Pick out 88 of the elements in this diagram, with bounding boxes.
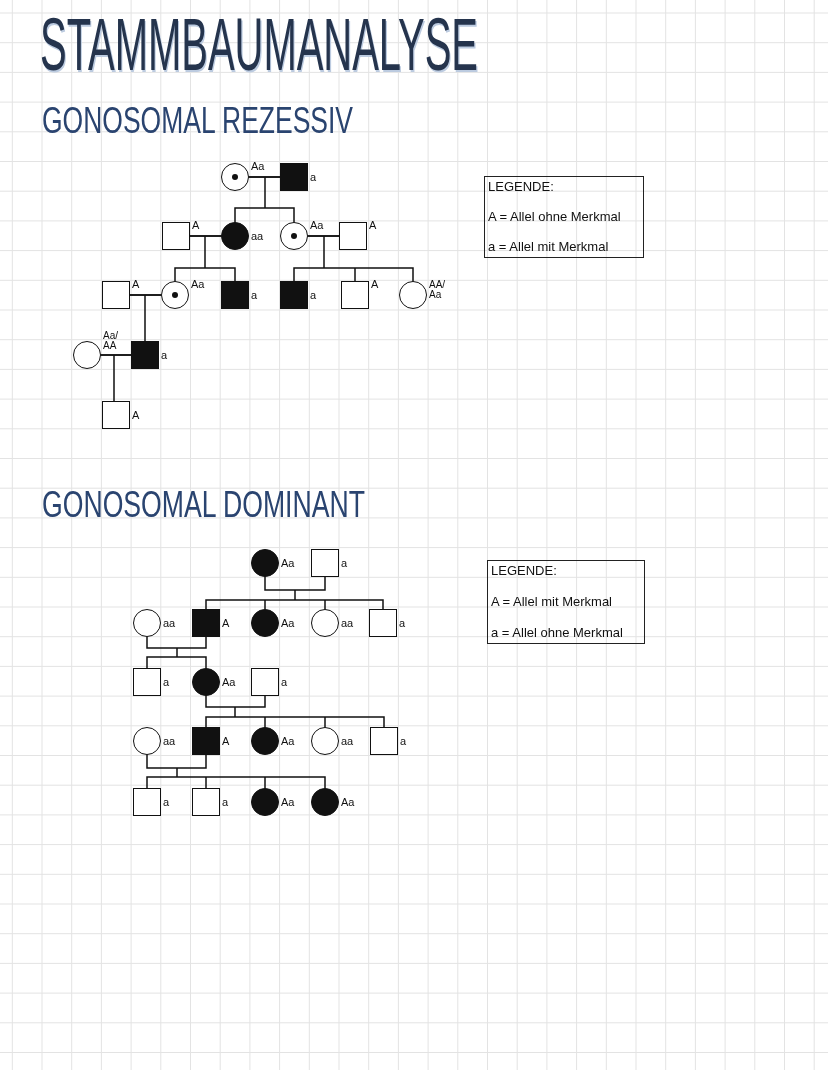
affected-male-square xyxy=(280,281,308,309)
genotype-label: A xyxy=(369,220,377,231)
affected-female-circle xyxy=(192,668,220,696)
female-circle xyxy=(133,609,161,637)
legend-entry: A = Allel mit Merkmal xyxy=(491,595,613,609)
genotype-label: a xyxy=(310,172,317,183)
genotype-label: Aa xyxy=(310,220,324,231)
genotype-label: Aa xyxy=(341,797,355,808)
male-square xyxy=(133,668,161,696)
affected-male-square xyxy=(192,727,220,755)
female-circle xyxy=(399,281,427,309)
genotype-label: Aa xyxy=(281,618,295,629)
legend-heading: LEGENDE: xyxy=(491,564,558,578)
genotype-label: a xyxy=(341,558,348,569)
genotype-label: A xyxy=(222,736,230,747)
descent-line xyxy=(146,754,326,789)
descent-line xyxy=(146,636,207,669)
genotype-label: a xyxy=(400,736,407,747)
descent-line xyxy=(100,354,132,402)
legend-entry: a = Allel mit Merkmal xyxy=(488,240,610,254)
genotype-label: AA/ Aa xyxy=(429,280,446,300)
section-heading: GONOSOMAL REZESSIV xyxy=(42,103,353,139)
genotype-label: a xyxy=(222,797,229,808)
male-square xyxy=(370,727,398,755)
affected-female-circle xyxy=(251,788,279,816)
affected-male-square xyxy=(280,163,308,191)
genotype-label: aa xyxy=(163,736,176,747)
female-circle xyxy=(133,727,161,755)
descent-line xyxy=(129,294,162,342)
affected-female-circle xyxy=(311,788,339,816)
genotype-label: Aa xyxy=(191,279,205,290)
descent-line xyxy=(205,576,384,610)
male-square xyxy=(341,281,369,309)
affected-male-square xyxy=(131,341,159,369)
genotype-label: a xyxy=(310,290,317,301)
genotype-label: A xyxy=(371,279,379,290)
genotype-label: a xyxy=(251,290,258,301)
legend-entry: A = Allel ohne Merkmal xyxy=(488,210,622,224)
genotype-label: A xyxy=(132,279,140,290)
genotype-label: Aa xyxy=(222,677,236,688)
male-square xyxy=(251,668,279,696)
genotype-label: aa xyxy=(341,736,354,747)
genotype-label: aa xyxy=(251,231,264,242)
carrier-female-circle xyxy=(161,281,189,309)
female-circle xyxy=(311,609,339,637)
page-title: STAMMBAUMANALYSE xyxy=(40,8,478,82)
genotype-label: Aa xyxy=(281,736,295,747)
genotype-label: aa xyxy=(341,618,354,629)
male-square xyxy=(311,549,339,577)
legend-entry: a = Allel ohne Merkmal xyxy=(491,626,624,640)
genotype-label: a xyxy=(281,677,288,688)
legend-box xyxy=(484,176,644,258)
descent-line xyxy=(293,235,414,282)
genotype-label: A xyxy=(192,220,200,231)
affected-female-circle xyxy=(251,727,279,755)
genotype-label: Aa/ AA xyxy=(103,331,118,351)
genotype-label: a xyxy=(163,677,170,688)
male-square xyxy=(192,788,220,816)
male-square xyxy=(339,222,367,250)
legend-box xyxy=(487,560,645,644)
female-circle xyxy=(311,727,339,755)
affected-male-square xyxy=(221,281,249,309)
affected-male-square xyxy=(192,609,220,637)
genotype-label: Aa xyxy=(281,558,295,569)
genotype-label: Aa xyxy=(281,797,295,808)
genotype-label: A xyxy=(132,410,140,421)
female-circle xyxy=(73,341,101,369)
carrier-female-circle xyxy=(280,222,308,250)
legend-heading: LEGENDE: xyxy=(488,180,555,194)
male-square xyxy=(102,281,130,309)
male-square xyxy=(369,609,397,637)
affected-female-circle xyxy=(221,222,249,250)
male-square xyxy=(162,222,190,250)
genotype-label: a xyxy=(163,797,170,808)
carrier-female-circle xyxy=(221,163,249,191)
male-square xyxy=(102,401,130,429)
affected-female-circle xyxy=(251,609,279,637)
descent-line xyxy=(205,695,385,728)
genotype-label: Aa xyxy=(251,161,265,172)
genotype-label: a xyxy=(399,618,406,629)
genotype-label: A xyxy=(222,618,230,629)
section-heading: GONOSOMAL DOMINANT xyxy=(42,487,365,523)
male-square xyxy=(133,788,161,816)
descent-line xyxy=(234,176,295,223)
affected-female-circle xyxy=(251,549,279,577)
descent-line xyxy=(174,235,236,282)
genotype-label: a xyxy=(161,350,168,361)
genotype-label: aa xyxy=(163,618,176,629)
